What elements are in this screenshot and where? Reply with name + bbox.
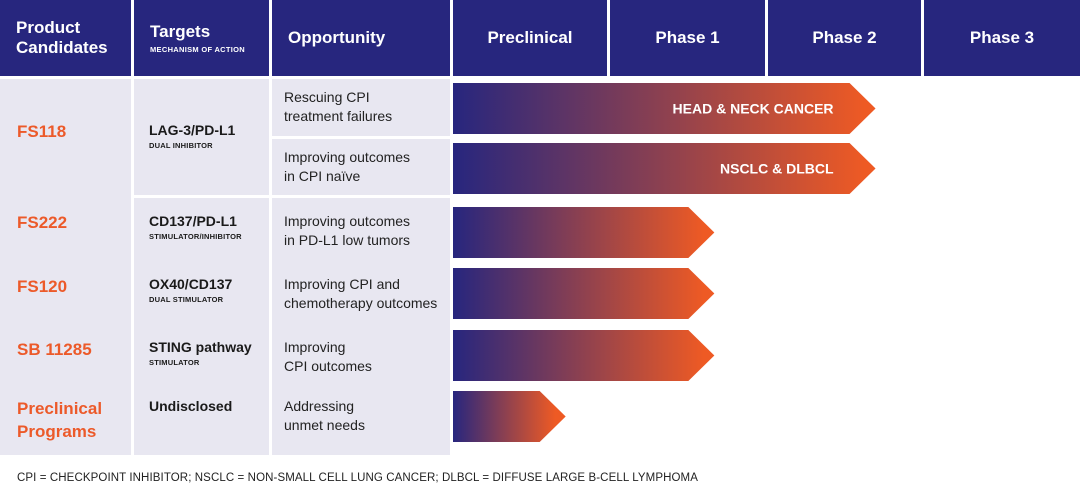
opportunity-line: Addressing <box>284 398 355 414</box>
footnote: CPI = CHECKPOINT INHIBITOR; NSCLC = NON-… <box>17 472 698 484</box>
pipeline-bar-label-2: NSCLC & DLBCL <box>720 161 834 177</box>
opportunity-line: Improving CPI and <box>284 276 400 292</box>
target-name: CD137/PD-L1 <box>149 213 237 229</box>
target-moa: DUAL STIMULATOR <box>149 295 224 304</box>
opportunity-cell-1 <box>272 79 450 136</box>
target-cell-rest <box>134 198 269 455</box>
opportunity-5: Improving CPI outcomes <box>284 338 449 376</box>
header-targets-sub: MECHANISM OF ACTION <box>150 45 246 54</box>
target-sting: STING pathway STIMULATOR <box>149 338 252 367</box>
target-undisclosed: Undisclosed <box>149 397 232 415</box>
header-phase-1-label: Phase 1 <box>655 28 720 47</box>
header-phase-2: Phase 2 <box>768 0 921 76</box>
opportunity-line: in PD-L1 low tumors <box>284 232 411 248</box>
target-name: Undisclosed <box>149 398 233 414</box>
header-phase-3: Phase 3 <box>924 0 1080 76</box>
opportunity-line: Rescuing CPI <box>284 89 370 105</box>
header-candidates-line2: Candidates <box>16 38 108 57</box>
pipeline-bar-6 <box>453 391 566 442</box>
header-candidates: Product Candidates <box>0 0 131 76</box>
opportunity-cell-rest <box>272 198 450 455</box>
pipeline-bar-5 <box>453 330 715 381</box>
header-phase-2-label: Phase 2 <box>812 28 877 47</box>
opportunity-line: Improving outcomes <box>284 213 411 229</box>
candidate-fs120: FS120 <box>17 277 68 296</box>
pipeline-bar-4 <box>453 268 715 319</box>
target-name: STING pathway <box>149 339 252 355</box>
opportunity-line: Improving <box>284 339 346 355</box>
opportunity-line: chemotherapy outcomes <box>284 295 438 311</box>
opportunity-1: Rescuing CPI treatment failures <box>284 88 449 126</box>
header-phase-preclinical: Preclinical <box>453 0 607 76</box>
opportunity-6: Addressing unmet needs <box>284 397 449 435</box>
candidate-preclinical-programs: Preclinical Programs <box>17 397 102 443</box>
target-moa: STIMULATOR/INHIBITOR <box>149 232 242 241</box>
header-candidates-line1: Product <box>16 18 81 37</box>
header-targets: Targets MECHANISM OF ACTION <box>134 0 269 76</box>
header-opportunity-label: Opportunity <box>288 28 386 47</box>
target-ox40-cd137: OX40/CD137 DUAL STIMULATOR <box>149 275 232 304</box>
candidates-column-bg <box>0 79 131 455</box>
opportunity-line: treatment failures <box>284 108 393 124</box>
header-opportunity: Opportunity <box>272 0 450 76</box>
header-phase-3-label: Phase 3 <box>969 28 1035 47</box>
target-cell-fs118 <box>134 79 269 195</box>
header-targets-label: Targets <box>150 22 211 41</box>
candidate-fs118: FS118 <box>17 122 67 141</box>
opportunity-3: Improving outcomes in PD-L1 low tumors <box>284 212 449 250</box>
target-name: LAG-3/PD-L1 <box>149 122 236 138</box>
target-lag3-pdl1: LAG-3/PD-L1 DUAL INHIBITOR <box>149 121 235 150</box>
candidate-preclinical-line1: Preclinical <box>17 399 103 418</box>
pipeline-bar-1 <box>453 83 876 134</box>
candidate-preclinical-line2: Programs <box>17 422 97 441</box>
candidate-sb11285: SB 11285 <box>17 340 92 359</box>
pipeline-bar-3 <box>453 207 715 258</box>
pipeline-bar-2 <box>453 143 876 194</box>
header-phase-preclinical-label: Preclinical <box>487 28 573 47</box>
target-cd137-pdl1: CD137/PD-L1 STIMULATOR/INHIBITOR <box>149 212 242 241</box>
header-phase-1: Phase 1 <box>610 0 765 76</box>
pipeline-bar-label-1: HEAD & NECK CANCER <box>673 101 834 117</box>
opportunity-line: CPI outcomes <box>284 358 372 374</box>
opportunity-line: Improving outcomes <box>284 149 411 165</box>
opportunity-2: Improving outcomes in CPI naïve <box>284 148 449 186</box>
opportunity-line: in CPI naïve <box>284 168 361 184</box>
opportunity-4: Improving CPI and chemotherapy outcomes <box>284 275 449 313</box>
candidate-fs222: FS222 <box>17 213 68 232</box>
target-moa: STIMULATOR <box>149 358 200 367</box>
opportunity-line: unmet needs <box>284 417 365 433</box>
opportunity-cell-2 <box>272 139 450 195</box>
target-name: OX40/CD137 <box>149 276 233 292</box>
target-moa: DUAL INHIBITOR <box>149 141 213 150</box>
